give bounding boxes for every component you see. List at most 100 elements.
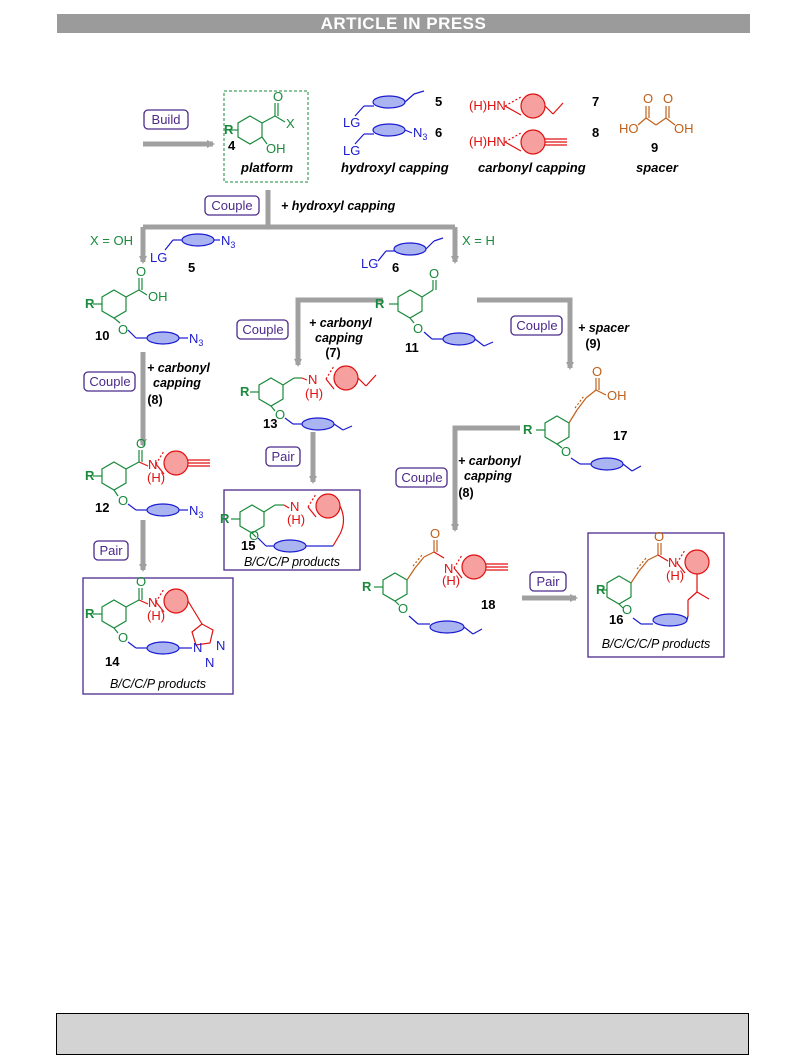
- couple-label-1: Couple: [211, 198, 252, 213]
- couple-box-2: [83, 371, 136, 392]
- atom-oh-4: OH: [266, 141, 286, 156]
- compound-4: [230, 103, 286, 145]
- compound-label-14: 14: [105, 654, 120, 669]
- atom-r-13: R: [240, 384, 250, 399]
- atom-h-15: (H): [287, 512, 305, 527]
- atom-r-14: R: [85, 606, 95, 621]
- compound-11: [389, 280, 437, 324]
- azide-6-top: N3: [413, 125, 427, 142]
- compound-label-5-branch: 5: [188, 260, 195, 275]
- reagent-5-ref: (8): [458, 486, 473, 500]
- atom-n-13: N: [308, 372, 317, 387]
- hhn-7: (H)HN: [469, 98, 506, 113]
- reagent-2-line2: capping: [153, 376, 201, 390]
- compound-label-12: 12: [95, 500, 109, 515]
- condition-x-h: X = H: [462, 233, 495, 248]
- atom-h-13: (H): [305, 386, 323, 401]
- compound-8-top: [504, 129, 567, 155]
- atom-o-11: O: [429, 266, 439, 281]
- couple-box-4: [510, 315, 563, 336]
- platform-label: platform: [240, 160, 293, 175]
- couple-box-1: [204, 195, 260, 216]
- azide-5-branch: N3: [221, 233, 235, 250]
- products-label-15: B/C/C/P products: [244, 555, 340, 569]
- atom-ether-o-13: O: [275, 407, 285, 422]
- atom-n-14: N: [148, 595, 157, 610]
- hydroxyl-capping-label: hydroxyl capping: [341, 160, 449, 175]
- atom-o-17: O: [592, 364, 602, 379]
- atom-oh-17: OH: [607, 388, 627, 403]
- atom-ether-o-18: O: [398, 601, 408, 616]
- compound-6-branch: [377, 237, 444, 262]
- compound-label-6-branch: 6: [392, 260, 399, 275]
- atom-ether-o-11: O: [413, 321, 423, 336]
- pair-label-2: Pair: [99, 543, 123, 558]
- compound-label-4: 4: [228, 138, 236, 153]
- atom-h-12: (H): [147, 470, 165, 485]
- compound-label-16: 16: [609, 612, 623, 627]
- hydroxyl-capping-reagent: + hydroxyl capping: [281, 199, 396, 213]
- atom-ether-o-12: O: [118, 493, 128, 508]
- platform-box: [223, 90, 309, 183]
- spacer-ref: (9): [585, 337, 600, 351]
- azide-12: N3: [189, 503, 203, 520]
- carbonyl-capping-label: carbonyl capping: [478, 160, 586, 175]
- article-in-press-banner: ARTICLE IN PRESS: [57, 14, 750, 33]
- arrow-17-to-18: [451, 425, 520, 532]
- pair-label-3: Pair: [536, 574, 560, 589]
- build-label: Build: [152, 112, 181, 127]
- products-label-14: B/C/C/P products: [110, 677, 206, 691]
- triazole-n2: N: [216, 638, 225, 653]
- footer-box: [56, 1013, 749, 1055]
- oh-9: OH: [674, 121, 694, 136]
- atom-ether-o-16: O: [622, 602, 632, 617]
- azide-10: N3: [189, 331, 203, 348]
- pair-label-1: Pair: [271, 449, 295, 464]
- compound-13: [250, 377, 302, 412]
- atom-oh-10: OH: [148, 289, 168, 304]
- atom-o-4: O: [273, 89, 283, 104]
- compound-label-6-top: 6: [435, 125, 442, 140]
- atom-r-12: R: [85, 468, 95, 483]
- atom-x-4: X: [286, 116, 295, 131]
- atom-ether-o-17: O: [561, 444, 571, 459]
- products-label-16: B/C/C/C/P products: [602, 637, 711, 651]
- reagent-5-line1: + carbonyl: [458, 454, 521, 468]
- couple-label-2: Couple: [89, 374, 130, 389]
- triazole-n3: N: [205, 655, 214, 670]
- atom-ether-o-14: O: [118, 630, 128, 645]
- arrow-11-to-17: [477, 297, 574, 370]
- atom-r-15: R: [220, 511, 230, 526]
- pair-box-1: [265, 446, 301, 467]
- couple-box-5: [395, 467, 448, 488]
- compound-label-11: 11: [405, 340, 419, 355]
- atom-n-18: N: [444, 561, 453, 576]
- compound-label-5-top: 5: [435, 94, 442, 109]
- compound-label-18: 18: [481, 597, 495, 612]
- lg-6-top: LG: [343, 143, 360, 158]
- compound-label-17: 17: [613, 428, 627, 443]
- compound-label-8: 8: [592, 125, 599, 140]
- couple-box-3: [236, 319, 289, 340]
- couple-label-4: Couple: [516, 318, 557, 333]
- couple-label-5: Couple: [401, 470, 442, 485]
- couple-label-3: Couple: [242, 322, 283, 337]
- o2-9: O: [663, 91, 673, 106]
- atom-o-14: O: [136, 574, 146, 589]
- o1-9: O: [643, 91, 653, 106]
- atom-h-16: (H): [666, 568, 684, 583]
- lg-5-branch: LG: [150, 250, 167, 265]
- compound-7-top: [504, 93, 564, 119]
- pair-box-3: [529, 571, 567, 592]
- compound-5-branch: [164, 233, 220, 251]
- product-box-14: [82, 577, 234, 695]
- atom-n-15: N: [290, 499, 299, 514]
- atom-o-18: O: [430, 526, 440, 541]
- compound-6-top: [354, 123, 413, 145]
- lg-5-top: LG: [343, 115, 360, 130]
- atom-o-12: O: [136, 436, 146, 451]
- atom-r-16: R: [596, 582, 606, 597]
- spacer-reagent: + spacer: [578, 321, 630, 335]
- atom-r-11: R: [375, 296, 385, 311]
